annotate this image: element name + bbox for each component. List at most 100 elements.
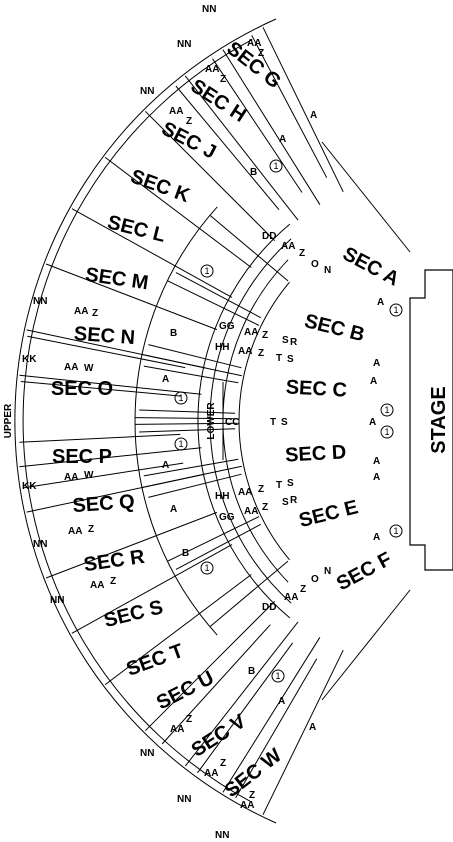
entrance-number: 1 [178, 393, 183, 403]
row-label: AA [240, 800, 254, 811]
entrance-icon[interactable] [389, 303, 403, 317]
lower-row-line [175, 523, 262, 570]
row-label: AA [74, 306, 88, 317]
upper-section-divider [71, 208, 233, 298]
entrance-number: 1 [384, 427, 389, 437]
row-label: HH [215, 491, 229, 502]
stage-label: STAGE [428, 386, 450, 453]
row-label: NN [215, 830, 229, 841]
row-label: R [290, 337, 298, 348]
row-label: A [373, 456, 380, 467]
row-label: GG [219, 512, 235, 523]
section-label-f[interactable]: SEC F [333, 548, 395, 595]
row-label: Z [220, 74, 226, 85]
entrance-icon[interactable] [174, 437, 188, 451]
row-band-line [197, 642, 294, 774]
row-band-line [212, 58, 303, 193]
section-label-k[interactable]: SEC K [128, 166, 193, 208]
section-label-v[interactable]: SEC V [188, 710, 251, 761]
entrance-icon[interactable] [200, 264, 214, 278]
row-label: A [373, 532, 380, 543]
upper-outer-arc [14, 18, 277, 824]
lower-section-divider [167, 280, 260, 326]
entrance-icon[interactable] [271, 669, 285, 683]
section-label-q[interactable]: SEC Q [72, 491, 136, 517]
section-label-r[interactable]: SEC R [82, 546, 146, 576]
row-label: Z [262, 502, 268, 513]
section-label-u[interactable]: SEC U [153, 667, 217, 714]
lower-section-divider [134, 417, 238, 420]
upper-section-divider [45, 511, 218, 579]
row-label: Z [300, 584, 306, 595]
row-label: A [377, 297, 384, 308]
row-labels: NN AA Z A NN AA Z A NN AA Z B NN AA Z B … [22, 4, 384, 841]
upper-section-divider [222, 49, 321, 205]
row-label: R [290, 495, 298, 506]
section-label-c[interactable]: SEC C [285, 376, 347, 401]
section-label-p[interactable]: SEC P [52, 446, 112, 468]
lower-inner-arc-2 [238, 281, 290, 561]
row-label: W [84, 470, 94, 481]
section-label-b[interactable]: SEC B [302, 310, 367, 346]
entrance-icon[interactable] [269, 159, 283, 173]
row-label: KK [22, 481, 37, 492]
entrance-icon[interactable] [380, 403, 394, 417]
row-label: NN [202, 4, 216, 15]
row-label: NN [177, 794, 191, 805]
entrance-icon[interactable] [174, 391, 188, 405]
section-label-s[interactable]: SEC S [102, 596, 166, 632]
section-label-l[interactable]: SEC L [105, 211, 167, 247]
entrance-number: 1 [204, 563, 209, 573]
row-label: Z [258, 48, 264, 59]
entrance-icon[interactable] [389, 524, 403, 538]
section-label-d[interactable]: SEC D [285, 441, 347, 466]
lower-row-line [175, 272, 262, 319]
wall-line-top [321, 141, 411, 253]
upper-section-divider [222, 637, 321, 793]
upper-section-divider [262, 27, 344, 193]
row-band-line [161, 624, 271, 745]
lower-section-divider [134, 422, 238, 425]
row-label: B [170, 328, 177, 339]
row-label: Z [110, 576, 116, 587]
section-label-n[interactable]: SEC N [73, 323, 136, 349]
row-label: AA [68, 526, 82, 537]
row-label: Z [299, 248, 305, 259]
lower-section-divider [141, 465, 242, 488]
row-label: AA [238, 346, 252, 357]
row-label: O [311, 259, 319, 270]
row-label: S [287, 478, 294, 489]
upper-inner-arc [209, 238, 292, 604]
upper-section-divider [45, 263, 218, 331]
upper-section-divider [184, 75, 299, 221]
row-label: A [162, 374, 169, 385]
entrance-icon[interactable] [200, 561, 214, 575]
lower-section-divider [209, 214, 289, 282]
row-label: A [373, 358, 380, 369]
lower-row-line [148, 344, 242, 369]
lower-row-line [148, 473, 242, 498]
row-label: KK [22, 354, 37, 365]
entrance-number: 1 [275, 671, 280, 681]
section-label-t[interactable]: SEC T [124, 640, 187, 681]
entrance-number: 1 [384, 405, 389, 415]
upper-section-divider [104, 574, 252, 685]
row-label: N [324, 566, 331, 577]
row-label: AA [247, 38, 261, 49]
entrance-icon[interactable] [380, 425, 394, 439]
row-label: T [276, 353, 282, 364]
upper-section-divider [19, 447, 202, 468]
row-band-line [20, 381, 182, 397]
row-label: DD [262, 602, 276, 613]
row-label: B [250, 167, 257, 178]
row-label: O [311, 574, 319, 585]
section-label-e[interactable]: SEC E [297, 496, 361, 532]
entrance-number: 1 [178, 439, 183, 449]
upper-section-divider [262, 649, 344, 815]
section-label-m[interactable]: SEC M [84, 264, 150, 295]
row-label: Z [262, 330, 268, 341]
wall-line-bottom [321, 589, 411, 701]
section-label-a[interactable]: SEC A [339, 243, 403, 291]
section-label-o[interactable]: SEC O [51, 378, 113, 400]
row-label: CC [225, 417, 239, 428]
